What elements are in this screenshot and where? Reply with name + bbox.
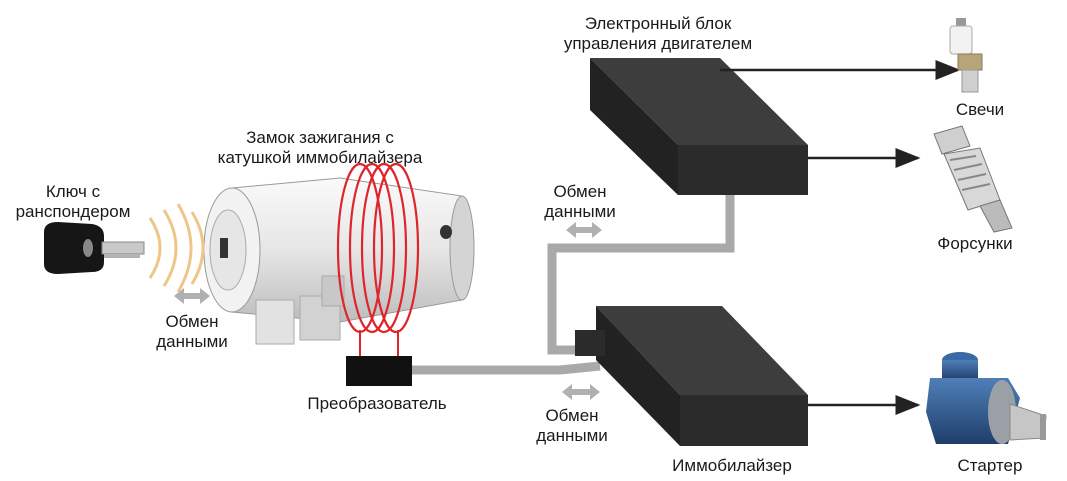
ecu-block bbox=[590, 58, 808, 195]
data-wires bbox=[412, 190, 735, 375]
exchange-label-ecu-line2: данными bbox=[544, 202, 616, 221]
immobilizer-block bbox=[575, 306, 808, 446]
converter-box bbox=[346, 330, 412, 386]
starter-label: Стартер bbox=[957, 456, 1023, 475]
spark-plug-icon bbox=[949, 18, 983, 93]
exchange-arrow-ecu bbox=[566, 222, 602, 238]
key-label-line2: ранспондером bbox=[15, 202, 131, 221]
ignition-lock-label-line1: Замок зажигания с bbox=[246, 128, 394, 147]
exchange-label-immobilizer-line2: данными bbox=[536, 426, 608, 445]
starter-motor-icon bbox=[926, 352, 1047, 444]
exchange-label-immobilizer-line1: Обмен bbox=[545, 406, 599, 425]
wire-converter-to-immobilizer bbox=[412, 361, 601, 375]
spark-plugs-label: Свечи bbox=[955, 100, 1005, 119]
exchange-label-key-line1: Обмен bbox=[165, 312, 219, 331]
exchange-label-immobilizer: Обмен данными bbox=[520, 406, 624, 446]
transponder-waves bbox=[148, 203, 205, 293]
ecu-label-line1: Электронный блок bbox=[584, 14, 732, 33]
immobilizer-coil bbox=[336, 162, 420, 334]
exchange-label-key-line2: данными bbox=[156, 332, 228, 351]
injectors-label: Форсунки bbox=[937, 234, 1013, 253]
exchange-arrow-immobilizer bbox=[562, 384, 600, 400]
exchange-label-ecu: Обмен данными bbox=[528, 182, 632, 222]
immobilizer-label: Иммобилайзер bbox=[672, 456, 792, 475]
exchange-label-key: Обмен данными bbox=[140, 312, 244, 352]
key-label: Ключ с ранспондером bbox=[0, 182, 146, 222]
converter-label: Преобразователь bbox=[307, 394, 447, 413]
injector-icon bbox=[933, 125, 1013, 233]
wire-ecu-to-immobilizer bbox=[547, 190, 735, 355]
ignition-lock-label: Замок зажигания с катушкой иммобилайзера bbox=[190, 128, 450, 168]
ignition-lock-label-line2: катушкой иммобилайзера bbox=[217, 148, 423, 167]
immobilizer-connector bbox=[575, 330, 605, 356]
ecu-label: Электронный блок управления двигателем bbox=[528, 14, 788, 54]
key-label-line1: Ключ с bbox=[45, 182, 101, 201]
key-icon bbox=[44, 222, 145, 274]
ecu-label-line2: управления двигателем bbox=[563, 34, 753, 53]
exchange-arrow-key bbox=[174, 288, 210, 304]
exchange-label-ecu-line1: Обмен bbox=[553, 182, 607, 201]
